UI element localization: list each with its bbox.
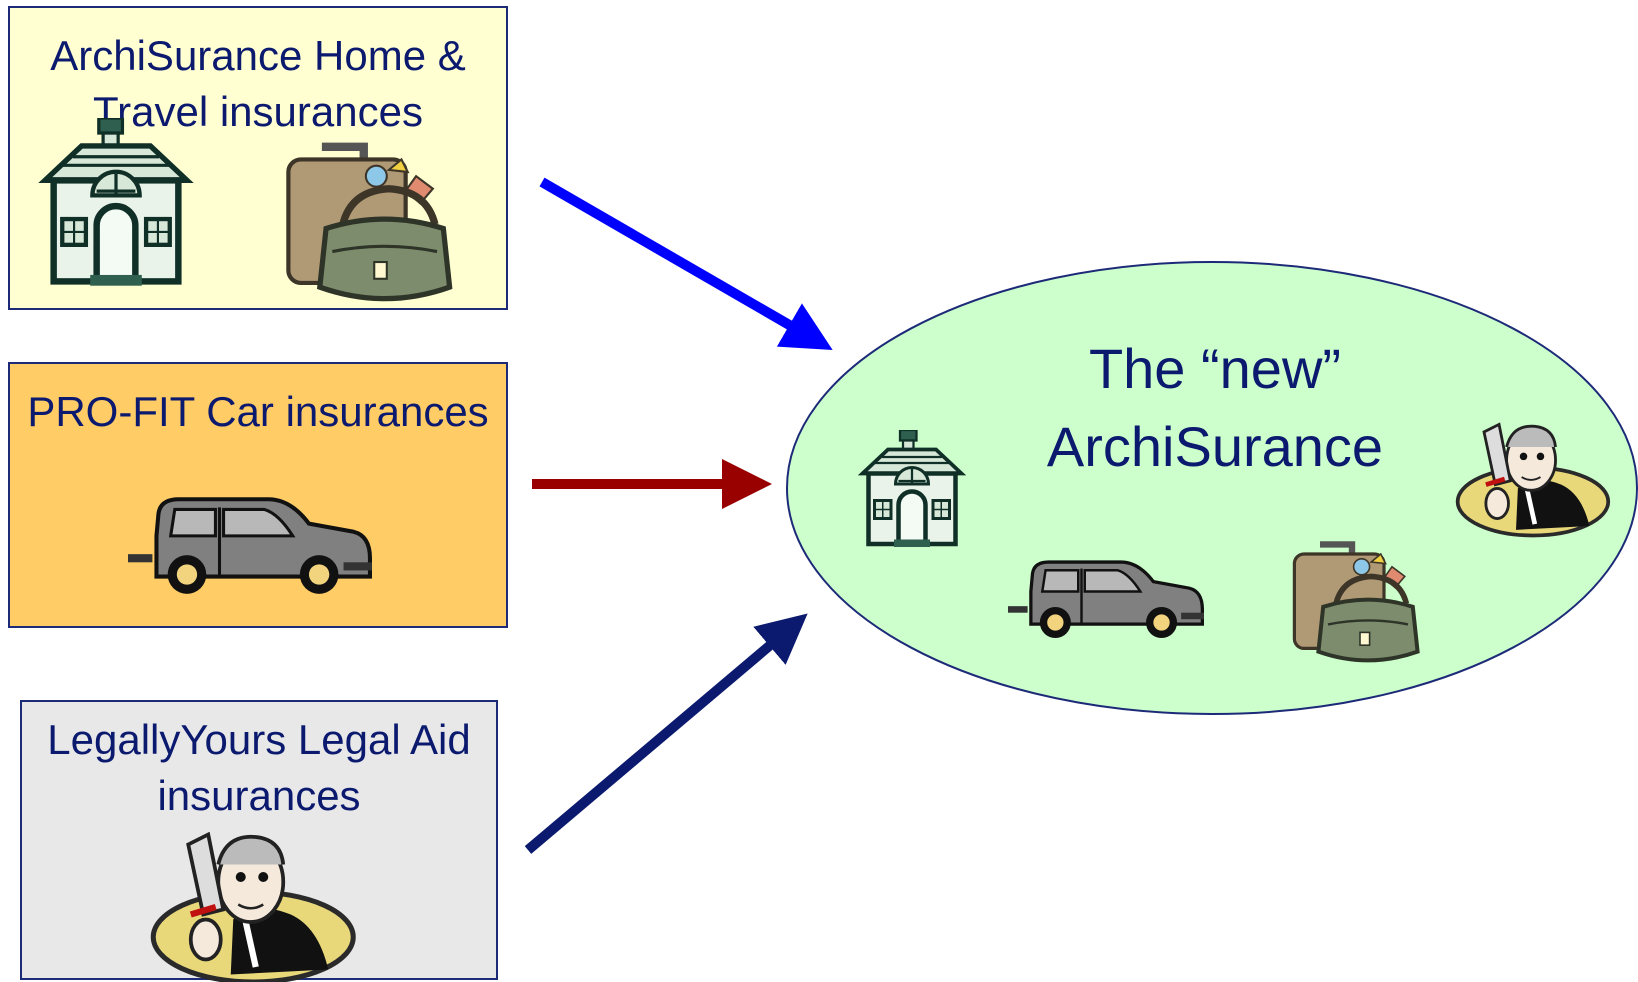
source-box-home-travel: ArchiSurance Home & Travel insurances xyxy=(8,6,508,310)
arrow-home-travel xyxy=(539,177,833,351)
house-icon xyxy=(852,430,972,550)
luggage-icon xyxy=(1288,530,1424,666)
arrow-legal xyxy=(524,613,808,854)
car-icon xyxy=(1008,556,1204,640)
source-box-car: PRO-FIT Car insurances xyxy=(8,362,508,628)
source-label-legal: LegallyYours Legal Aid insurances xyxy=(47,716,471,819)
source-box-legal: LegallyYours Legal Aid insurances xyxy=(20,700,498,980)
target-label: The “new” ArchiSurance xyxy=(1046,337,1384,478)
target-ellipse xyxy=(786,261,1638,715)
lawyer-icon xyxy=(1452,418,1612,540)
source-label-home-travel: ArchiSurance Home & Travel insurances xyxy=(50,32,466,135)
source-label-car: PRO-FIT Car insurances xyxy=(27,388,489,435)
